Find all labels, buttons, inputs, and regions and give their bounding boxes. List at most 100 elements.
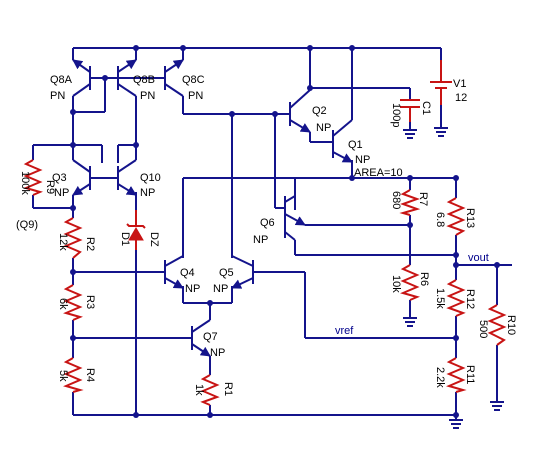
resistor-symbols	[23, 159, 507, 406]
source-v1	[430, 60, 452, 105]
junction-dot	[349, 175, 355, 181]
resistor-r9	[23, 159, 43, 196]
q6-type: NP	[253, 234, 268, 246]
r13-name: R13	[464, 208, 476, 228]
r10-name: R10	[505, 315, 517, 335]
transistor-q8a	[72, 59, 102, 97]
transistor-q4	[162, 255, 184, 289]
q2-type: NP	[316, 122, 331, 134]
junction-dot	[307, 45, 313, 51]
resistor-r12	[446, 279, 466, 317]
q1-param: AREA=10	[354, 167, 403, 179]
r13-value: 6.8	[434, 212, 446, 227]
junction-dot	[133, 412, 139, 418]
resistor-r10	[487, 304, 507, 346]
r9-name: R9	[44, 180, 56, 194]
r11-value: 2.2k	[434, 367, 446, 388]
transistor-q5	[231, 255, 258, 289]
q7-type: NP	[210, 347, 225, 359]
resistor-r2	[63, 217, 83, 259]
q8b-name: Q8B	[133, 74, 155, 86]
resistor-r6	[400, 264, 420, 301]
r3-name: R3	[84, 295, 96, 309]
q8b-type: PN	[140, 90, 155, 102]
d1-name: D1	[119, 232, 131, 246]
q5-name: Q5	[219, 267, 234, 279]
transistor-q7	[182, 319, 211, 357]
junction-dot	[229, 111, 235, 117]
junction-dot	[307, 85, 313, 91]
junction-dot	[70, 269, 76, 275]
v1-name: V1	[453, 78, 466, 90]
junction-dot	[207, 412, 213, 418]
r12-value: 1.5k	[434, 288, 446, 309]
q2-name: Q2	[312, 105, 327, 117]
junction-dot	[407, 222, 413, 228]
q4-name: Q4	[180, 267, 195, 279]
r6-name: R6	[418, 272, 430, 286]
junction-dot	[453, 412, 459, 418]
q9-annotation: (Q9)	[16, 219, 38, 231]
q3-name: Q3	[52, 172, 67, 184]
ground-symbols	[403, 127, 504, 429]
junction-dot	[453, 335, 459, 341]
junction-dot	[180, 45, 186, 51]
r9-value: 100k	[19, 171, 31, 195]
q8a-type: PN	[50, 90, 65, 102]
junction-dot	[453, 252, 459, 258]
r2-value: 12k	[57, 233, 69, 251]
ground-v1	[434, 127, 448, 137]
r3-value: 6k	[57, 298, 69, 310]
d1-type: DZ	[148, 232, 160, 247]
q8c-name: Q8C	[182, 74, 205, 86]
q3-type: NP	[54, 187, 69, 199]
junction-dot	[272, 111, 278, 117]
r7-value: 680	[390, 191, 402, 209]
r2-name: R2	[84, 237, 96, 251]
transistor-symbols	[72, 59, 353, 357]
v1-value: 12	[455, 92, 467, 104]
resistor-r1	[200, 374, 220, 406]
ground-main	[449, 419, 463, 429]
transistor-q3	[72, 159, 102, 196]
junctions	[70, 45, 500, 418]
q10-name: Q10	[140, 172, 161, 184]
junction-dot	[453, 262, 459, 268]
c1-name: C1	[420, 101, 432, 115]
labels: Q8A PN Q8B PN Q8C PN Q2 NP Q1 NP AREA=10…	[16, 74, 517, 396]
r11-name: R11	[464, 365, 476, 384]
r7-name: R7	[417, 192, 429, 206]
junction-dot	[133, 45, 139, 51]
junction-dot	[207, 300, 213, 306]
transistor-q1	[332, 119, 353, 163]
transistor-q10	[117, 145, 137, 196]
r1-name: R1	[222, 382, 234, 396]
junction-dot	[70, 205, 76, 211]
resistor-r3	[63, 284, 83, 321]
r1-value: 1k	[193, 384, 205, 396]
junction-dot	[70, 335, 76, 341]
junction-dot	[494, 262, 500, 268]
c1-value: 100p	[390, 103, 402, 127]
q1-name: Q1	[348, 139, 363, 151]
resistor-r7	[399, 189, 421, 216]
transistor-q8b	[105, 59, 137, 97]
resistor-r13	[446, 197, 466, 236]
junction-dot	[407, 175, 413, 181]
zener-diode-d1	[126, 210, 146, 250]
resistor-r4	[63, 357, 84, 393]
ground-r10	[490, 401, 504, 411]
r12-name: R12	[464, 289, 476, 309]
transistor-q2	[289, 89, 311, 133]
r4-value: 5k	[57, 370, 69, 382]
q10-type: NP	[140, 187, 155, 199]
ground-r6	[403, 317, 417, 327]
q5-type: NP	[213, 283, 228, 295]
vout-net-label: vout	[468, 252, 489, 264]
q4-type: NP	[185, 283, 200, 295]
junction-dot	[453, 175, 459, 181]
junction-dot	[349, 45, 355, 51]
r6-value: 10k	[390, 275, 402, 293]
r10-value: 500	[477, 320, 489, 338]
